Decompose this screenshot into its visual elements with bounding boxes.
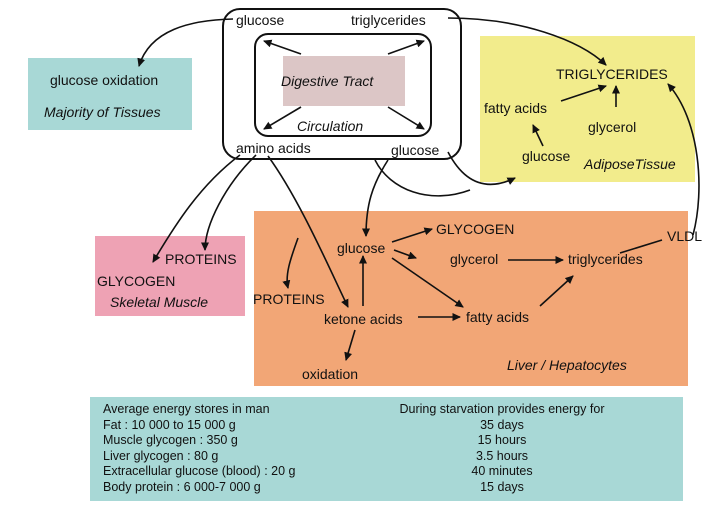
- energy-store-row: Liver glycogen : 80 g: [103, 448, 219, 463]
- liver-oxidation-label: oxidation: [302, 366, 359, 382]
- adipose-tissue-box: [480, 36, 695, 182]
- liver-glycerol-label: glycerol: [450, 251, 499, 267]
- circulation-triglycerides-top: triglycerides: [351, 12, 426, 28]
- energy-store-row: Muscle glycogen : 350 g: [103, 433, 238, 447]
- liver-ketone-acids-label: ketone acids: [324, 311, 403, 327]
- adipose-glycerol-label: glycerol: [588, 119, 637, 135]
- digestive-tract-label: Digestive Tract: [281, 73, 374, 89]
- starvation-duration: 15 hours: [477, 433, 527, 447]
- energy-stores-column: Average energy stores in man Fat : 10 00…: [103, 402, 295, 495]
- energy-store-row: Extracellular glucose (blood) : 20 g: [103, 464, 296, 478]
- circulation-outer-frame: [222, 8, 462, 160]
- liver-glucose-to-glycerol-arrow: [393, 249, 417, 260]
- circulation-glucose-to-liver-arrow: [362, 159, 389, 237]
- liver-glucose-label: glucose: [337, 240, 386, 256]
- muscle-glycogen-label: GLYCOGEN: [97, 273, 176, 289]
- circulation-to-adipose-bottom-arrow: [374, 159, 471, 197]
- liver-glycogen-label: GLYCOGEN: [436, 221, 515, 237]
- adipose-glucose-label: glucose: [522, 148, 571, 164]
- vldl-to-adipose-arrow: [667, 83, 700, 236]
- starvation-duration: 15 days: [480, 479, 524, 494]
- ketone-to-oxidation-arrow: [344, 329, 356, 361]
- starvation-duration-column: During starvation provides energy for 35…: [380, 402, 624, 495]
- liver-title: Liver / Hepatocytes: [507, 357, 627, 373]
- digestive-to-triglycerides-arrow: [387, 39, 425, 55]
- circulation-glucose-bottom: glucose: [391, 142, 440, 158]
- starvation-duration: 3.5 hours: [475, 448, 529, 463]
- majority-tissues-title: Majority of Tissues: [44, 104, 161, 120]
- starvation-duration: 35 days: [480, 417, 524, 432]
- adipose-glucose-to-fatty-acids-arrow: [532, 124, 544, 147]
- adipose-fatty-acids-label: fatty acids: [484, 100, 548, 116]
- amino-acids-to-proteins-arrow: [201, 154, 257, 251]
- adipose-fatty-acids-arrow: [560, 84, 607, 102]
- liver-glucose-to-fatty-acids-arrow: [391, 257, 464, 308]
- liver-triglycerides-label: triglycerides: [568, 251, 643, 267]
- circulation-amino-acids: amino acids: [236, 140, 311, 156]
- starvation-duration: 40 minutes: [471, 464, 533, 478]
- amino-acids-to-liver-proteins-arrow: [282, 237, 299, 289]
- majority-tissues-box: [28, 58, 192, 130]
- liver-triglycerides-to-vldl-arrow: [619, 239, 663, 254]
- muscle-proteins-label: PROTEINS: [165, 251, 237, 267]
- glucose-oxidation-label: glucose oxidation: [50, 72, 159, 88]
- digestive-to-amino-acids-arrow: [263, 106, 302, 130]
- triglycerides-to-adipose-arrow: [447, 17, 607, 66]
- digestive-to-glucose-bottom-arrow: [387, 106, 425, 130]
- energy-table-box: [90, 397, 683, 501]
- circulation-inner-frame: [254, 33, 432, 137]
- liver-glucose-to-glycogen-arrow: [391, 227, 433, 243]
- vldl-label: VLDL: [667, 228, 703, 244]
- skeletal-muscle-title: Skeletal Muscle: [110, 294, 209, 310]
- amino-acids-to-glycogen-arrow: [152, 154, 241, 263]
- energy-store-row: Body protein : 6 000-7 000 g: [103, 479, 261, 494]
- amino-acids-to-ketone-arrow: [267, 155, 349, 308]
- energy-stores-header: Average energy stores in man: [103, 402, 270, 416]
- circulation-label: Circulation: [297, 118, 364, 134]
- skeletal-muscle-box: [95, 236, 245, 316]
- glucose-to-tissues-arrow: [137, 18, 234, 67]
- adipose-tissue-title: AdiposeTissue: [584, 156, 676, 172]
- digestive-tract-box: [283, 56, 405, 106]
- energy-store-row: Fat : 10 000 to 15 000 g: [103, 417, 236, 432]
- digestive-to-glucose-arrow: [263, 39, 302, 55]
- circulation-glucose-top: glucose: [236, 12, 285, 28]
- liver-fatty-acids-to-triglycerides-arrow: [539, 275, 574, 307]
- starvation-header: During starvation provides energy for: [399, 402, 605, 416]
- liver-fatty-acids-label: fatty acids: [466, 309, 530, 325]
- liver-proteins-label: PROTEINS: [253, 291, 325, 307]
- liver-box: [254, 211, 688, 386]
- adipose-triglycerides-label: TRIGLYCERIDES: [556, 66, 668, 82]
- glucose-to-adipose-arrow: [447, 151, 516, 186]
